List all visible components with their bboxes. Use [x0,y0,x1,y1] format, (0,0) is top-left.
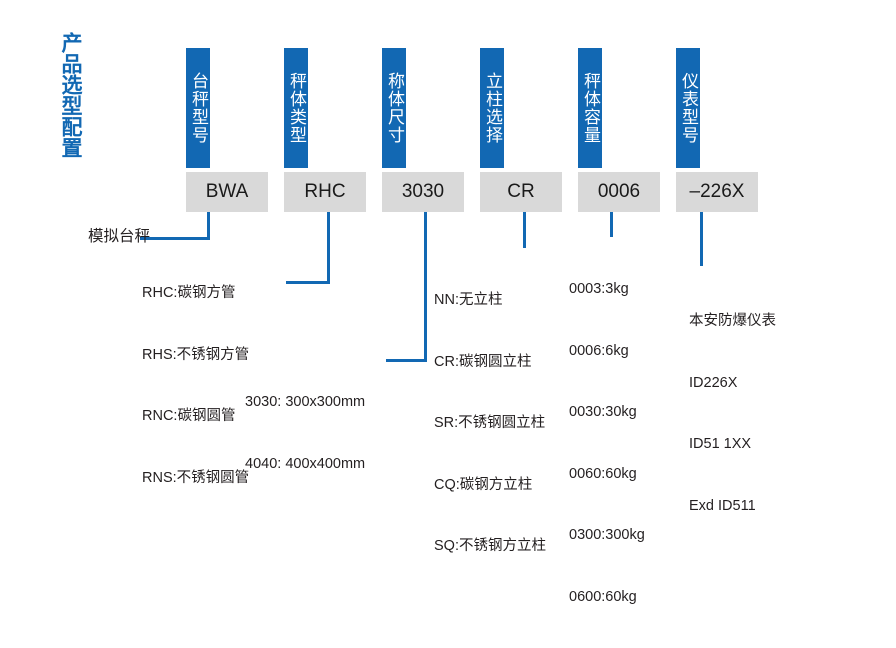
column-6-header: 仪表型号 [676,48,700,168]
leader-line-3-horizontal [386,359,427,362]
capacity-item: 0600:60kg [569,588,637,605]
annotation-indicators: 本安防爆仪表 ID226X ID51 1XX Exd ID511 [689,270,776,557]
column-4-code: CR [480,172,562,212]
leader-line-4-vertical [523,212,526,248]
capacity-item: 0060:60kg [569,465,637,482]
capacity-item: 0003:3kg [569,281,629,297]
column-2-header: 秤体类型 [284,48,308,168]
leader-line-2-vertical [327,212,330,284]
post-option-item: CR:碳钢圆立柱 [434,353,532,370]
body-type-item: RNC:碳钢圆管 [142,408,236,424]
column-5-capacity: 秤体容量 0006 [578,48,660,212]
body-size-item: 4040: 400x400mm [245,455,366,472]
annotation-body-types: RHC:碳钢方管 RHS:不锈钢方管 RNC:碳钢圆管 RNS:不锈钢圆管 [142,242,249,529]
capacity-item: 0300:300kg [569,527,645,543]
column-6-code: –226X [676,172,758,212]
capacity-item: 0030:30kg [569,404,637,420]
leader-line-5-vertical [610,212,613,237]
annotation-body-sizes: 3030: 300x300mm 4040: 400x400mm [245,351,365,515]
body-type-item: RHC:碳钢方管 [142,285,236,301]
post-option-item: CQ:碳钢方立柱 [434,476,533,493]
body-type-item: RHS:不锈钢方管 [142,346,250,363]
column-2-code: RHC [284,172,366,212]
indicator-item: Exd ID511 [689,497,756,514]
capacity-item: 0006:6kg [569,342,629,359]
leader-line-6-vertical [700,212,703,266]
column-3-header: 称体尺寸 [382,48,406,168]
column-1-model: 台秤型号 BWA [186,48,268,212]
annotation-capacities: 0003:3kg 0006:6kg 0030:30kg 0060:60kg 03… [569,238,645,648]
leader-line-2-horizontal [286,281,330,284]
column-4-header: 立柱选择 [480,48,504,168]
post-option-item: SR:不锈钢圆立柱 [434,415,546,431]
column-5-code: 0006 [578,172,660,212]
annotation-post-options: NN:无立柱 CR:碳钢圆立柱 SR:不锈钢圆立柱 CQ:碳钢方立柱 SQ:不锈… [434,249,546,598]
indicator-item: ID226X [689,374,738,391]
column-1-code: BWA [186,172,268,212]
column-3-body-size: 称体尺寸 3030 [382,48,464,212]
leader-line-1-vertical [207,212,210,240]
page-title: 产品选型配置 [59,32,82,158]
indicator-item: 本安防爆仪表 [689,313,776,329]
body-size-item: 3030: 300x300mm [245,394,366,410]
leader-line-3-vertical [424,212,427,362]
indicator-item: ID51 1XX [689,436,752,452]
column-6-indicator: 仪表型号 –226X [676,48,758,212]
leader-line-1-horizontal [140,237,210,240]
column-4-post-option: 立柱选择 CR [480,48,562,212]
column-3-code: 3030 [382,172,464,212]
column-5-header: 秤体容量 [578,48,602,168]
annotation-model-label: 模拟台秤 [88,228,151,245]
post-option-item: SQ:不锈钢方立柱 [434,538,546,554]
product-selection-diagram: 产品选型配置 台秤型号 BWA 秤体类型 RHC 称体尺寸 3030 立柱选择 … [59,32,776,605]
post-option-item: NN:无立柱 [434,292,503,308]
body-type-item: RNS:不锈钢圆管 [142,469,250,486]
column-1-header: 台秤型号 [186,48,210,168]
column-2-body-type: 秤体类型 RHC [284,48,366,212]
